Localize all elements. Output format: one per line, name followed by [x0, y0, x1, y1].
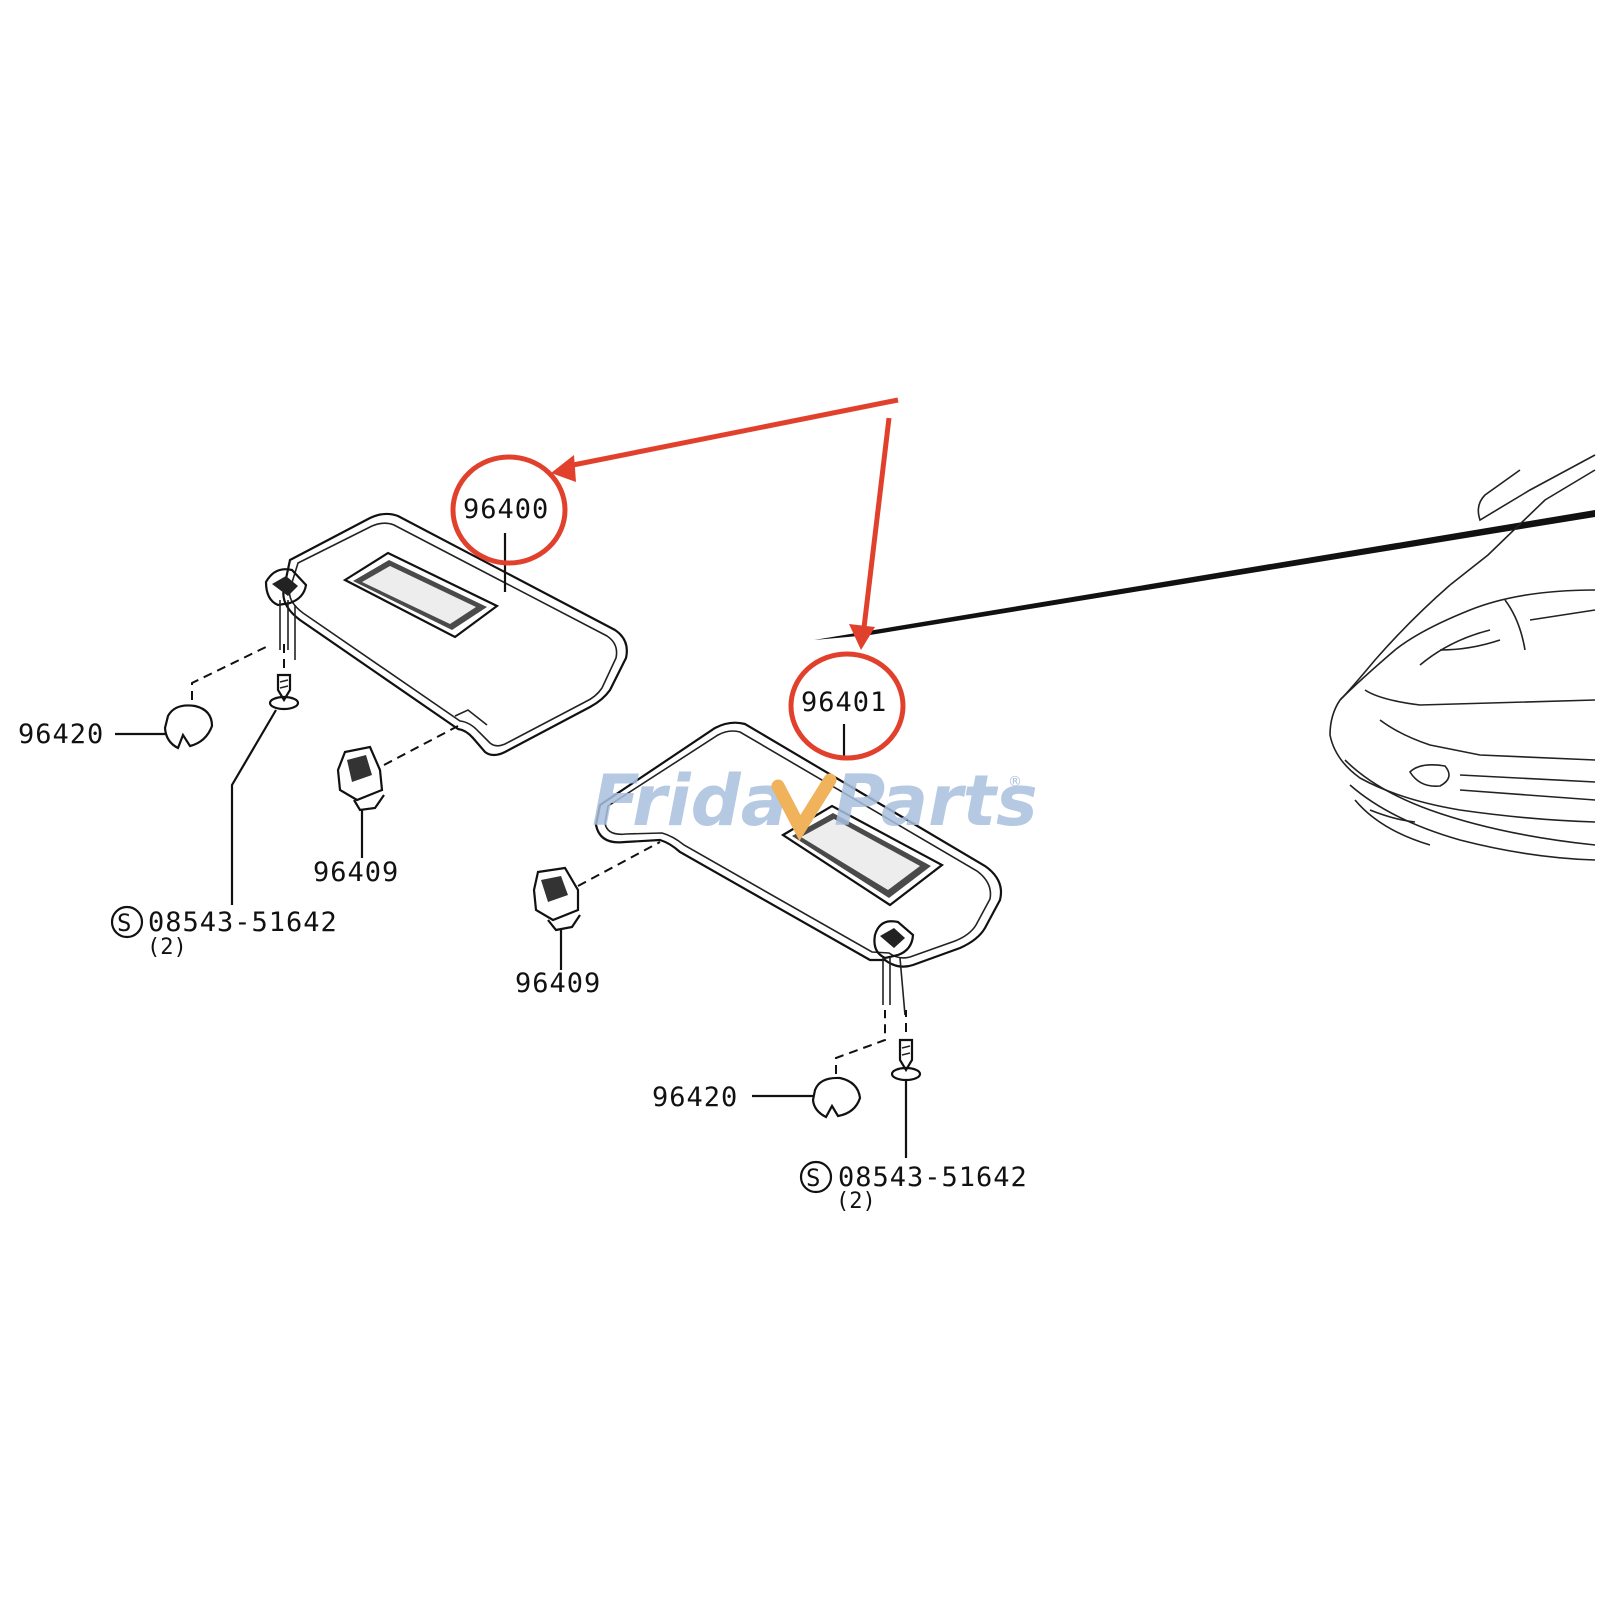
- cover-left: [163, 644, 271, 750]
- label-screw-right: 08543-51642: [838, 1162, 1028, 1193]
- watermark-text-part2: Parts: [834, 760, 1038, 842]
- arrowhead-96401: [849, 624, 875, 650]
- watermark-text-part1: Frida: [592, 760, 788, 842]
- label-screw-left-qty: (2): [147, 935, 187, 960]
- watermark-registered-mark: ®: [1008, 774, 1022, 790]
- watermark-check-mark: [771, 773, 837, 842]
- clip-right: [532, 841, 661, 932]
- label-screw-right-qty: (2): [836, 1189, 876, 1214]
- sun-visor-left: [264, 512, 628, 757]
- label-96420-left: 96420: [18, 719, 104, 750]
- arrowhead-96400: [551, 455, 576, 482]
- label-96409-left: 96409: [313, 857, 399, 888]
- screw-left: [268, 640, 300, 711]
- car-illustration: [1329, 454, 1596, 861]
- label-96400: 96400: [463, 494, 549, 525]
- highlight-annotations: [450, 397, 906, 761]
- label-screw-left: 08543-51642: [148, 907, 338, 938]
- label-96401: 96401: [801, 687, 887, 718]
- label-96420-right: 96420: [652, 1082, 738, 1113]
- location-pointer-arrow: [814, 510, 1595, 640]
- svg-text:S: S: [806, 1164, 820, 1192]
- leader-screw-left: [230, 709, 277, 905]
- arrow-to-96400: [562, 397, 899, 470]
- label-96409-right: 96409: [515, 968, 601, 999]
- highlight-circle-96400: [450, 454, 568, 566]
- sun-visor-right: [594, 721, 1003, 1016]
- highlight-circle-96401: [788, 651, 906, 761]
- clip-left: [336, 725, 459, 812]
- svg-text:S: S: [117, 909, 131, 937]
- standard-part-s-icon: S: [110, 905, 144, 939]
- standard-part-s-icon: S: [799, 1160, 833, 1194]
- watermark-logo: Frida Parts ®: [592, 760, 1038, 842]
- cover-right: [811, 1010, 886, 1119]
- screw-right: [890, 1010, 922, 1082]
- arrow-to-96401: [860, 417, 892, 637]
